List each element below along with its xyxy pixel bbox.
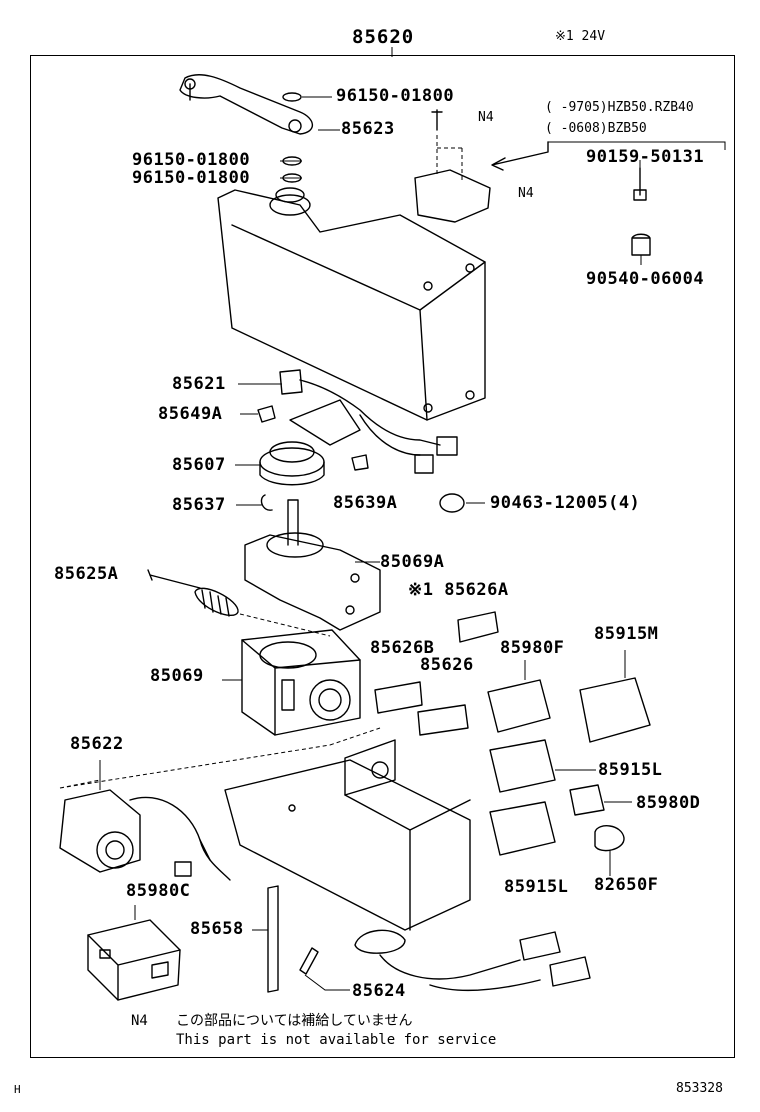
part-label-85623: 85623 <box>341 119 395 139</box>
rod-85658 <box>267 885 279 993</box>
link-arm-85623 <box>179 74 314 135</box>
part-label-90540-06004: 90540-06004 <box>586 269 705 289</box>
part-label-90159-50131: 90159-50131 <box>586 147 705 167</box>
part-label-85621: 85621 <box>172 374 226 394</box>
diagram-frame <box>30 55 735 1058</box>
relay-85915l-b <box>489 801 556 856</box>
part-label-85626a: ※1 85626A <box>408 580 509 600</box>
part-label-85639a: 85639A <box>333 493 398 513</box>
part-label-96150-01800-b: 96150-01800 <box>132 150 251 170</box>
motor-85622 <box>59 789 231 881</box>
base-bracket <box>224 739 471 931</box>
part-label-85980f: 85980F <box>500 638 565 658</box>
cover-n4 <box>414 169 491 223</box>
pin-85624 <box>299 947 319 975</box>
part-label-85624: 85624 <box>352 981 406 1001</box>
part-label-85637: 85637 <box>172 495 226 515</box>
actuator-85069 <box>241 629 361 736</box>
bracket-85069a <box>244 499 381 631</box>
clip-85649a <box>257 405 276 423</box>
clip-85637 <box>260 494 273 511</box>
washer-a <box>282 92 302 102</box>
part-label-85915m: 85915M <box>594 624 659 644</box>
part-label-96150-01800-c: 96150-01800 <box>132 168 251 188</box>
clamp-90463 <box>439 493 465 513</box>
footnote-japanese: この部品については補給していません <box>176 1013 413 1029</box>
variant-bracket <box>548 141 726 150</box>
shaft-85625a <box>147 569 239 617</box>
footnote-english: This part is not available for service <box>176 1032 497 1048</box>
main-case <box>217 187 486 421</box>
part-label-85069: 85069 <box>150 666 204 686</box>
part-label-96150-01800-a: 96150-01800 <box>336 86 455 106</box>
part-label-90463-12005: 90463-12005(4) <box>490 493 641 513</box>
cushion-90540 <box>631 233 651 256</box>
variant-row-1: ( -9705)HZB50.RZB40 <box>545 100 694 115</box>
module-85980c <box>87 919 181 1001</box>
part-label-85980d: 85980D <box>636 793 701 813</box>
part-label-85626b: 85626B <box>370 638 435 658</box>
bolt-90159 <box>633 167 647 201</box>
relay-85626b <box>374 681 423 714</box>
part-label-85622: 85622 <box>70 734 124 754</box>
relay-85980f <box>487 679 551 733</box>
relay-85980d <box>569 784 605 816</box>
variant-row-2: ( -0608)BZB50 <box>545 121 647 136</box>
relay-85626a <box>457 611 499 643</box>
variant-arrow <box>491 141 549 171</box>
part-label-85625a: 85625A <box>54 564 119 584</box>
part-label-85607: 85607 <box>172 455 226 475</box>
relay-85626 <box>417 704 469 736</box>
footer-left-mark: H <box>14 1083 21 1096</box>
harness-lower <box>354 929 591 992</box>
part-label-85649a: 85649A <box>158 404 223 424</box>
part-label-85915l-a: 85915L <box>598 760 663 780</box>
harness-85621 <box>238 369 458 474</box>
part-label-85069a: 85069A <box>380 552 445 572</box>
part-label-85658: 85658 <box>190 919 244 939</box>
part-label-85626: 85626 <box>420 655 474 675</box>
part-label-85915l-b: 85915L <box>504 877 569 897</box>
screw-n4 <box>431 109 443 131</box>
lamp-82650f <box>594 825 625 852</box>
n4-screw-label: N4 <box>478 110 494 125</box>
voltage-note: ※1 24V <box>555 29 606 44</box>
footnote-code: N4 <box>131 1013 148 1029</box>
part-label-85980c: 85980C <box>126 881 191 901</box>
n4-cover-label: N4 <box>518 186 534 201</box>
gear-85607 <box>259 441 325 486</box>
diagram-number: 853328 <box>676 1081 723 1096</box>
assembly-number: 85620 <box>352 26 415 48</box>
clip-85639a <box>351 454 369 471</box>
relay-85915l-a <box>489 739 556 793</box>
part-label-82650f: 82650F <box>594 875 659 895</box>
relay-85915m <box>579 677 651 743</box>
